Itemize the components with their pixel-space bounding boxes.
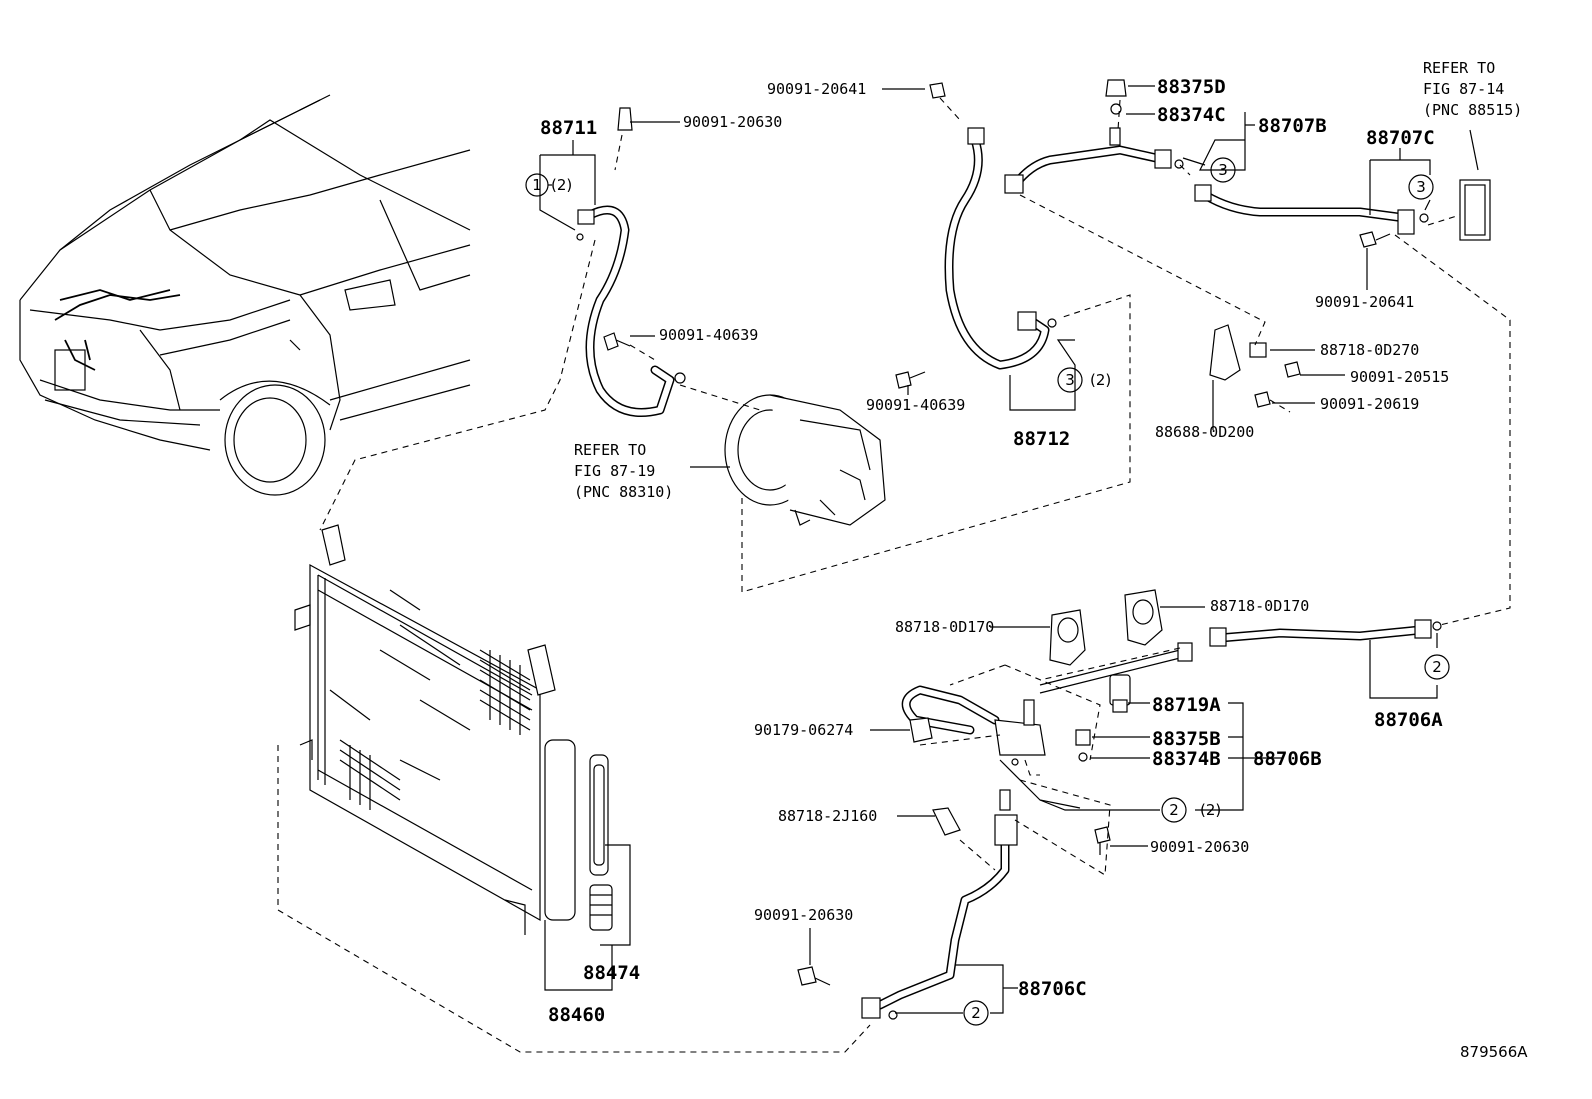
callout-2-88706a: 2 (1424, 654, 1450, 680)
label-88718-2j160: 88718-2J160 (778, 807, 877, 825)
svg-text:3: 3 (1416, 178, 1426, 196)
svg-text:3: 3 (1218, 161, 1228, 179)
label-88712: 88712 (1013, 428, 1070, 450)
reference-note-compressor: REFER TO FIG 87-19 (PNC 88310) (574, 441, 673, 501)
label-88718-0d270: 88718-0D270 (1320, 341, 1419, 359)
svg-text:FIG 87-19: FIG 87-19 (574, 462, 655, 480)
svg-text:(2): (2) (551, 176, 572, 194)
label-88718-0d170-left: 88718-0D170 (895, 618, 994, 636)
label-90091-20630-top: 90091-20630 (683, 113, 782, 131)
label-88706a: 88706A (1374, 709, 1443, 731)
pipe-88706a (1039, 619, 1442, 694)
svg-text:(2): (2) (1200, 801, 1221, 819)
label-88711: 88711 (540, 117, 597, 139)
svg-text:REFER TO: REFER TO (1423, 59, 1495, 77)
svg-text:REFER TO: REFER TO (574, 441, 646, 459)
compressor (724, 394, 886, 526)
label-88374c: 88374C (1157, 104, 1226, 126)
label-88707b: 88707B (1258, 115, 1327, 137)
label-88460: 88460 (548, 1004, 605, 1026)
label-90091-20641-top: 90091-20641 (767, 80, 866, 98)
svg-text:2: 2 (1432, 658, 1442, 676)
clamps-88718-0d170 (1049, 589, 1163, 666)
callout-3-88712: 3 (2) (1057, 367, 1111, 393)
svg-text:FIG 87-14: FIG 87-14 (1423, 80, 1504, 98)
pipe-88706b (901, 674, 1131, 809)
label-90179-06274: 90179-06274 (754, 721, 853, 739)
label-88474: 88474 (583, 962, 640, 984)
receiver-filter (589, 754, 613, 931)
svg-text:1: 1 (532, 176, 542, 194)
label-90091-20641-right: 90091-20641 (1315, 293, 1414, 311)
label-90091-40639-a: 90091-40639 (659, 326, 758, 344)
label-88375b: 88375B (1152, 728, 1221, 750)
pipe-88706c (797, 789, 1111, 1020)
svg-text:(PNC 88515): (PNC 88515) (1423, 101, 1522, 119)
callout-3-88707c: 3 (1408, 174, 1434, 200)
label-88719a: 88719A (1152, 694, 1221, 716)
svg-text:2: 2 (971, 1004, 981, 1022)
bolt-90091-40639-left (603, 332, 631, 351)
callout-2-88706b: 2 (2) (1161, 797, 1221, 823)
svg-text:(PNC 88310): (PNC 88310) (574, 483, 673, 501)
leader-lines (539, 85, 1479, 1014)
part-labels: 88711 90091-20630 90091-40639 90091-2064… (540, 76, 1449, 1026)
reference-note-expansion-valve: REFER TO FIG 87-14 (PNC 88515) (1423, 59, 1522, 119)
callout-1: 1 (2) (525, 173, 572, 197)
label-88688-0d200: 88688-0D200 (1155, 423, 1254, 441)
figure-id: 879566A (1460, 1043, 1528, 1061)
label-88707c: 88707C (1366, 127, 1435, 149)
bracket-88688-0d200 (1209, 324, 1301, 408)
discharge-hose-88711 (576, 107, 686, 417)
label-88374b: 88374B (1152, 748, 1221, 770)
callout-3-88707b: 3 (1210, 157, 1236, 183)
svg-text:2: 2 (1169, 801, 1179, 819)
svg-text:(2): (2) (1090, 371, 1111, 389)
svg-text:3: 3 (1065, 371, 1075, 389)
label-90091-20630-low: 90091-20630 (754, 906, 853, 924)
label-88706b: 88706B (1253, 748, 1322, 770)
callout-2-88706c: 2 (963, 1000, 989, 1026)
pipe-88707b (929, 79, 1184, 194)
condenser-assembly (294, 524, 576, 935)
label-88706c: 88706C (1018, 978, 1087, 1000)
label-88718-0d170-right: 88718-0D170 (1210, 597, 1309, 615)
label-90091-20515: 90091-20515 (1350, 368, 1449, 386)
label-90091-20630-mid: 90091-20630 (1150, 838, 1249, 856)
pipe-88707c (1194, 179, 1491, 248)
label-90091-20619: 90091-20619 (1320, 395, 1419, 413)
label-88375d: 88375D (1157, 76, 1226, 98)
vehicle-illustration (19, 94, 471, 496)
suction-hose-88712 (895, 127, 1057, 389)
dashed-leaders (277, 97, 1511, 1053)
label-90091-40639-b: 90091-40639 (866, 396, 965, 414)
